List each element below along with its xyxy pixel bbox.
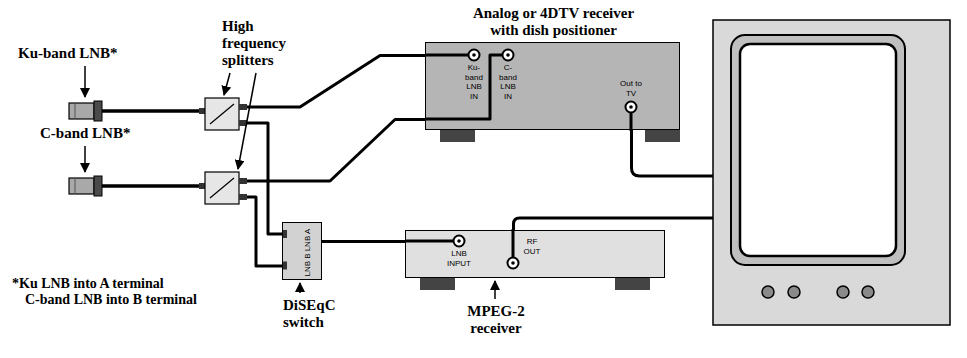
box-heading: Analog or 4DTV receiver with dish positi…: [466, 5, 641, 39]
splitter-box: [205, 172, 239, 204]
tv-cable: [632, 130, 714, 176]
port-label: LNB INPUT: [442, 249, 476, 268]
label-box: *Ku LNB into A terminal C-band LNB into …: [12, 276, 210, 308]
cable-end: [630, 112, 633, 131]
port-label: Out to TV: [617, 79, 645, 98]
splitter-port: [239, 104, 247, 110]
callout-label: Ku-band LNB*: [18, 45, 118, 62]
connector-pin: [506, 53, 510, 57]
lnb: Ku-band LNB*: [68, 100, 102, 122]
callout-arrow: [224, 73, 230, 95]
cable-group: [102, 56, 425, 267]
terminal-label: LNB B: [303, 253, 313, 276]
footnote: *Ku LNB into A terminal C-band LNB into …: [12, 276, 197, 307]
callout-label: MPEG-2 receiver: [461, 303, 531, 337]
lnb-cap: [94, 176, 102, 196]
cable-end: [426, 54, 468, 57]
f-connector: [508, 258, 519, 269]
connector-pin: [511, 261, 515, 265]
callout-arrow: [238, 73, 256, 169]
tv-knob: [837, 286, 849, 298]
receiver-foot: [615, 278, 650, 290]
port-label: C-band LNB IN: [497, 63, 519, 101]
port-label: RF OUT: [521, 237, 543, 256]
splitter-mark: [210, 104, 234, 124]
splitter-box: [205, 98, 239, 130]
callout-label: High frequency splitters: [222, 18, 286, 68]
callout-label: C-band LNB*: [40, 125, 130, 142]
lnb-body: [69, 103, 94, 119]
terminal-tab: [283, 230, 287, 238]
receiver-foot: [645, 130, 680, 142]
lnb-body: [69, 178, 94, 194]
tv-screen: [740, 44, 896, 256]
callout-arrow: [494, 281, 496, 299]
splitter-port: [199, 183, 205, 189]
splitter-port: [199, 108, 205, 114]
lnb: C-band LNB*: [68, 175, 102, 197]
receiver-box: MPEG-2 receiverLNB INPUTRF OUT: [405, 230, 665, 278]
terminal-label: LNB A: [303, 229, 313, 252]
tv-knob: [862, 286, 874, 298]
cable-end: [512, 229, 515, 257]
cable: [102, 120, 425, 187]
f-connector: [454, 236, 465, 247]
node-art: [283, 223, 321, 279]
f-connector: [503, 50, 514, 61]
connector-pin: [629, 105, 633, 109]
splitter-mark: [210, 178, 234, 198]
label-box: High frequency splitters: [222, 18, 294, 69]
line-spacer: [175, 276, 210, 280]
callout-label: DiSEqC switch: [283, 297, 348, 331]
node-art: [68, 175, 102, 197]
splitter-port: [239, 178, 247, 184]
tv-knob: [762, 286, 774, 298]
port-label: Ku-band LNB IN: [463, 63, 485, 101]
connector-pin: [472, 53, 476, 57]
callout-arrow: [299, 283, 301, 293]
cable: [322, 240, 405, 243]
lnb-ring: [75, 178, 76, 194]
f-connector: [469, 50, 480, 61]
node-art: [68, 100, 102, 122]
tv-cable: [514, 218, 714, 230]
cable-end: [426, 55, 502, 119]
lnb-ring: [75, 103, 76, 119]
receiver-box: Analog or 4DTV receiver with dish positi…: [425, 42, 680, 130]
receiver-foot: [440, 130, 475, 142]
switch-box: DiSEqC switchLNB ALNB B: [282, 222, 322, 280]
f-connector: [626, 102, 637, 113]
cable-end: [406, 240, 453, 243]
tv-knob: [788, 286, 800, 298]
callout-arrow: [84, 66, 86, 97]
connector-pin: [457, 239, 461, 243]
receiver-foot: [420, 278, 455, 290]
lnb-cap: [94, 101, 102, 121]
cable: [102, 186, 282, 266]
splitter-port: [239, 194, 247, 200]
tv-bezel: [731, 35, 905, 265]
callout-arrow: [84, 146, 86, 172]
terminal-tab: [283, 262, 287, 270]
tv-cabinet: [713, 20, 950, 325]
